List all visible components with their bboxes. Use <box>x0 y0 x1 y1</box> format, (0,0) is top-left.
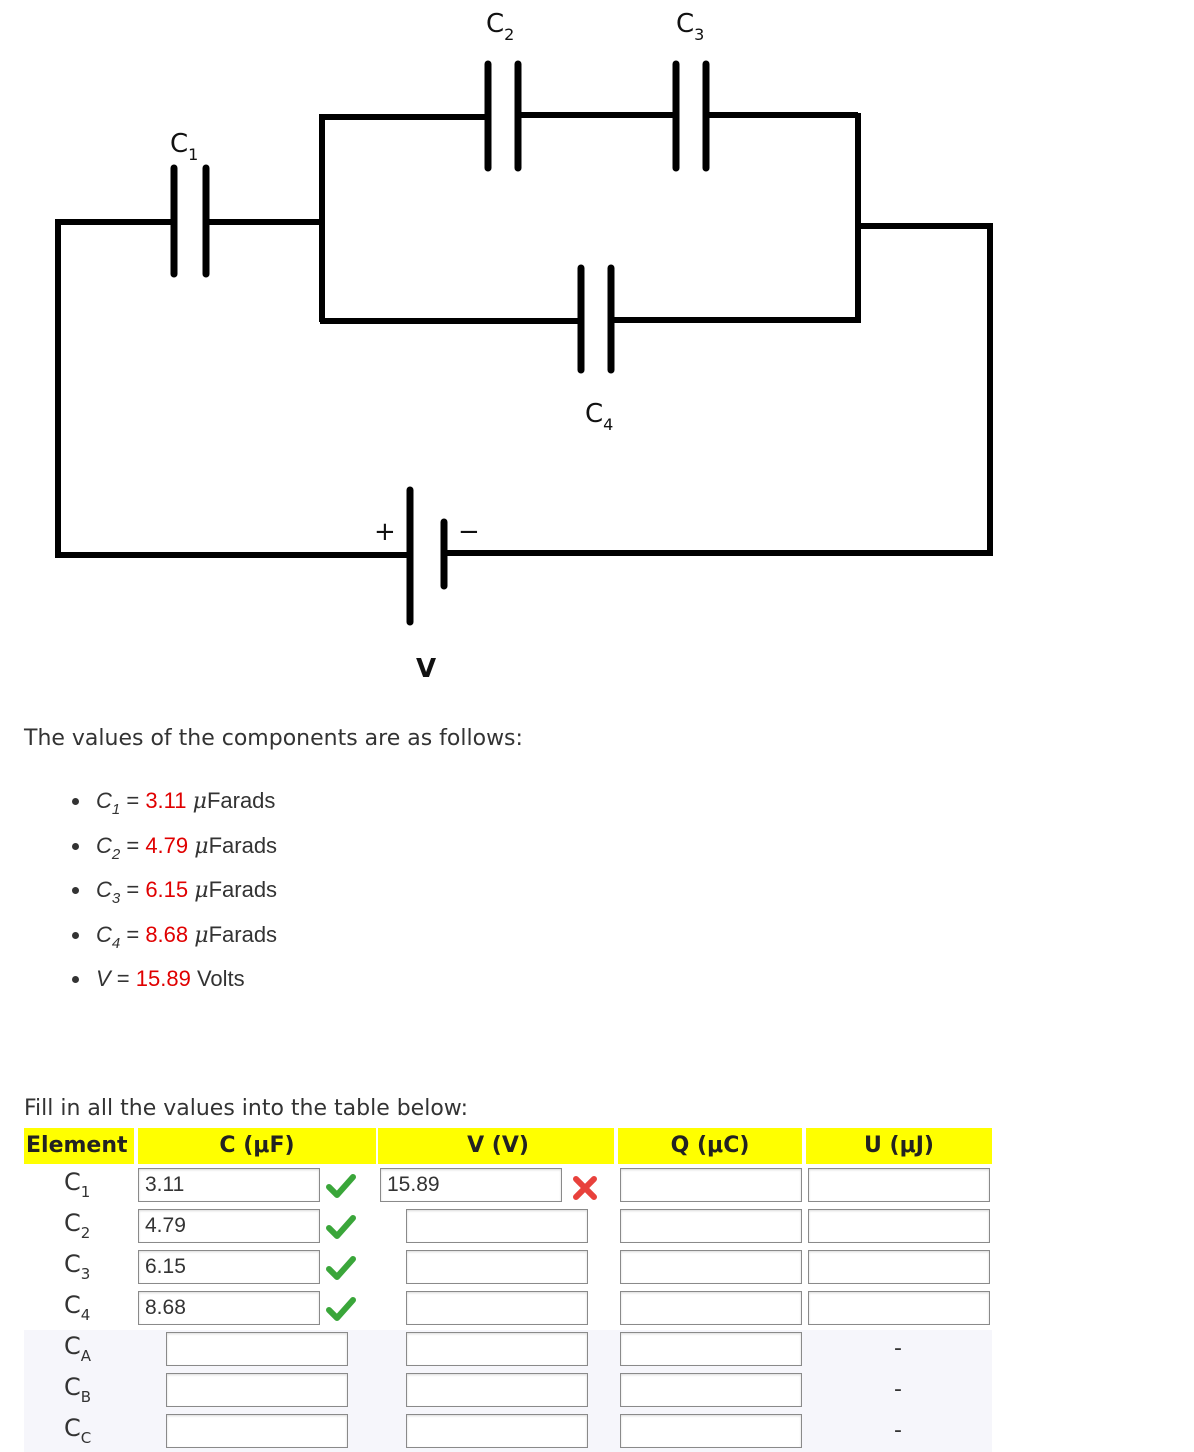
c4-capacitance-input[interactable]: 8.68 <box>138 1291 320 1325</box>
label-c1: C1 <box>170 129 198 164</box>
value-item-v: V = 15.89 Volts <box>68 964 277 1009</box>
row-label-cc: CC <box>64 1414 92 1447</box>
c1-voltage-input[interactable]: 15.89 <box>380 1168 562 1202</box>
header-bg-element <box>24 1128 134 1164</box>
value-c3: 6.15 <box>145 877 189 902</box>
circuit-diagram: C1 C2 C3 C4 V + − <box>55 9 993 684</box>
cb-charge-input[interactable] <box>620 1373 802 1407</box>
c2-energy-input[interactable] <box>808 1209 990 1243</box>
component-values-intro: The values of the components are as foll… <box>24 726 523 751</box>
row-label-c1: C1 <box>64 1168 91 1201</box>
c3-capacitance-input[interactable]: 6.15 <box>138 1250 320 1284</box>
label-voltage: V <box>416 654 436 684</box>
row-label-ca: CA <box>64 1332 92 1365</box>
header-voltage: V (V) <box>467 1133 529 1158</box>
row-label-cb: CB <box>64 1373 92 1406</box>
cb-capacitance-input[interactable] <box>166 1373 348 1407</box>
value-c2: 4.79 <box>145 832 189 858</box>
header-charge: Q (μC) <box>670 1133 750 1158</box>
value-item-c2: C2 = 4.79 μFarads <box>68 831 277 876</box>
value-v: 15.89 <box>135 966 191 991</box>
header-capacitance: C (μF) <box>219 1133 295 1158</box>
incorrect-cross-icon <box>573 1176 597 1200</box>
row-label-c3: C3 <box>64 1250 91 1283</box>
header-bg-v <box>378 1128 614 1164</box>
c3-charge-input[interactable] <box>620 1250 802 1284</box>
correct-check-icon <box>326 1215 356 1239</box>
cc-charge-input[interactable] <box>620 1414 802 1448</box>
cc-capacitance-input[interactable] <box>166 1414 348 1448</box>
c1-capacitance-input[interactable]: 3.11 <box>138 1168 320 1202</box>
c2-voltage-input[interactable] <box>406 1209 588 1243</box>
header-bg-q <box>618 1128 802 1164</box>
label-c3: C3 <box>676 9 704 44</box>
value-item-c4: C4 = 8.68 μFarads <box>68 920 277 965</box>
ca-capacitance-input[interactable] <box>166 1332 348 1366</box>
value-c1: 3.11 <box>145 788 187 813</box>
header-energy: U (μJ) <box>863 1133 934 1158</box>
row-label-c2: C2 <box>64 1209 91 1242</box>
value-c4: 8.68 <box>145 921 189 947</box>
header-bg-c <box>138 1128 376 1164</box>
ca-charge-input[interactable] <box>620 1332 802 1366</box>
c3-voltage-input[interactable] <box>406 1250 588 1284</box>
c1-charge-input[interactable] <box>620 1168 802 1202</box>
correct-check-icon <box>326 1297 356 1321</box>
cc-voltage-input[interactable] <box>406 1414 588 1448</box>
cb-voltage-input[interactable] <box>406 1373 588 1407</box>
correct-check-icon <box>326 1256 356 1280</box>
ca-voltage-input[interactable] <box>406 1332 588 1366</box>
value-item-c1: C1 = 3.11 μFarads <box>68 786 277 831</box>
cc-energy-placeholder: - <box>894 1418 902 1443</box>
label-c4: C4 <box>585 399 613 434</box>
row-label-c4: C4 <box>64 1291 91 1324</box>
c2-charge-input[interactable] <box>620 1209 802 1243</box>
header-element: Element <box>26 1133 128 1158</box>
component-values-list: C1 = 3.11 μFarads C2 = 4.79 μFarads C3 =… <box>68 786 277 1009</box>
c4-voltage-input[interactable] <box>406 1291 588 1325</box>
cb-energy-placeholder: - <box>894 1377 902 1402</box>
ca-energy-placeholder: - <box>894 1336 902 1361</box>
label-c2: C2 <box>486 9 514 44</box>
c2-capacitance-input[interactable]: 4.79 <box>138 1209 320 1243</box>
correct-check-icon <box>326 1174 356 1198</box>
label-minus: − <box>458 517 480 547</box>
c1-energy-input[interactable] <box>808 1168 990 1202</box>
label-plus: + <box>374 517 396 547</box>
table-instructions: Fill in all the values into the table be… <box>24 1096 468 1121</box>
c4-charge-input[interactable] <box>620 1291 802 1325</box>
c4-energy-input[interactable] <box>808 1291 990 1325</box>
value-item-c3: C3 = 6.15 μFarads <box>68 875 277 920</box>
header-bg-u <box>806 1128 992 1164</box>
c3-energy-input[interactable] <box>808 1250 990 1284</box>
